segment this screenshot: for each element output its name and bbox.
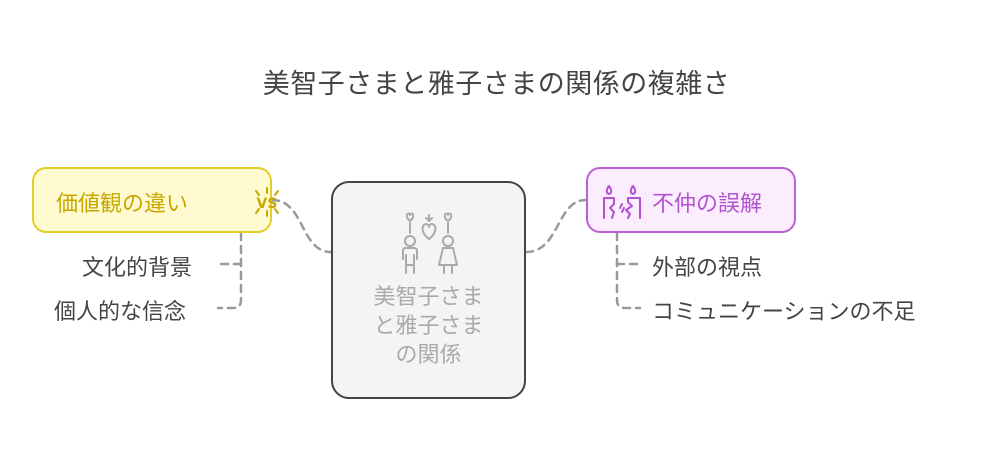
right-item-lack-of-communication: コミュニケーションの不足	[652, 300, 916, 325]
left-node-label: 価値観の違い	[56, 192, 189, 217]
vs-icon: VS	[255, 187, 279, 217]
couple-hearts-icon	[402, 212, 458, 274]
center-label-line-2: と雅子さま	[373, 314, 484, 339]
connector-left-to-center	[270, 198, 333, 254]
left-node: 価値観の違い VS	[32, 167, 279, 233]
center-label-line-3: の関係	[395, 343, 462, 368]
connector-right-branch	[615, 231, 642, 310]
center-label-line-1: 美智子さま	[373, 285, 484, 310]
connector-center-to-right	[524, 198, 588, 254]
right-item-external-view: 外部の視点	[652, 256, 763, 281]
diagram-title: 美智子さまと雅子さまの関係の複雑さ	[262, 69, 731, 100]
vs-icon-text: VS	[257, 196, 278, 212]
left-item-personal-beliefs: 個人的な信念	[54, 300, 187, 325]
connector-left-branch	[216, 231, 243, 310]
right-node: 不仲の誤解	[586, 167, 796, 233]
center-node: 美智子さま と雅子さま の関係	[331, 181, 526, 399]
center-node-label: 美智子さま と雅子さま の関係	[333, 283, 524, 370]
right-node-label: 不仲の誤解	[652, 192, 763, 217]
broken-candles-icon	[603, 185, 641, 219]
left-item-cultural-background: 文化的背景	[82, 256, 193, 281]
